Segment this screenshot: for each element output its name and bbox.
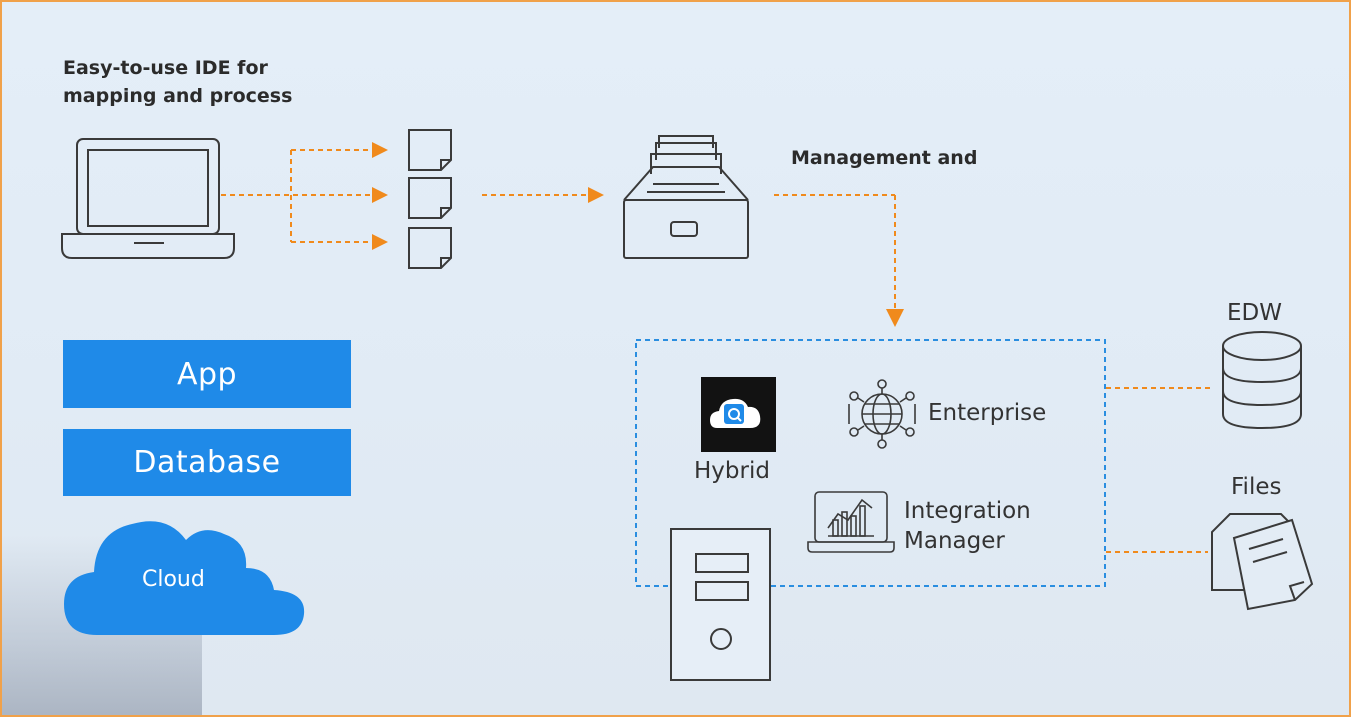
database-box: Database <box>63 429 351 496</box>
server-tower-icon <box>670 528 771 681</box>
cloud-label: Cloud <box>142 567 205 592</box>
app-box: App <box>63 340 351 408</box>
ide-to-docs-connector <box>221 149 374 243</box>
hybrid-cloud-logo-icon <box>701 377 776 452</box>
ide-description-line1: Easy-to-use IDE for <box>63 57 268 79</box>
document-icon <box>408 129 452 171</box>
ide-description: Easy-to-use IDE for mapping and process <box>63 54 292 110</box>
app-label: App <box>176 356 238 392</box>
management-description: Management and <box>791 147 978 169</box>
ide-arrowheads <box>372 142 388 250</box>
files-icon <box>1211 513 1314 611</box>
document-icon <box>408 227 452 269</box>
integration-manager-line2: Manager <box>904 528 1005 554</box>
hybrid-label: Hybrid <box>694 458 770 484</box>
hub-arrowhead <box>886 309 904 327</box>
edw-label: EDW <box>1227 300 1282 326</box>
database-icon <box>1222 331 1302 430</box>
database-label: Database <box>133 445 281 480</box>
globe-network-icon <box>848 379 916 449</box>
integration-hub-box <box>635 339 1106 587</box>
enterprise-label: Enterprise <box>928 400 1047 426</box>
repository-to-hub-connector <box>774 194 896 308</box>
files-label: Files <box>1231 474 1282 500</box>
document-icon <box>408 177 452 219</box>
cloud-icon <box>64 521 305 635</box>
integration-manager-line1: Integration <box>904 498 1031 524</box>
repository-arrowhead <box>588 187 604 203</box>
file-drawer-icon <box>623 135 749 259</box>
dashboard-laptop-icon <box>807 491 895 553</box>
integration-manager-label: Integration Manager <box>904 496 1031 556</box>
laptop-icon <box>61 138 235 259</box>
ide-description-line2: mapping and process <box>63 85 293 107</box>
